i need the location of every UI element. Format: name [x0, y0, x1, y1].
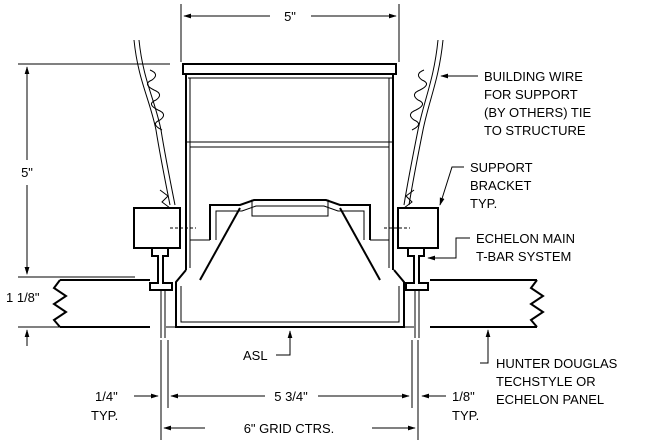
right-gap-label: 1/8" [452, 389, 475, 404]
panel-height-dimension: 1 1/8" [6, 258, 60, 346]
air-pattern-deflectors [199, 207, 381, 281]
inner-width-label: 5 3/4" [274, 389, 308, 404]
left-building-wire [133, 39, 176, 209]
left-gap-note: TYP. [91, 408, 118, 423]
wire-line-4: TO STRUCTURE [484, 123, 586, 138]
left-height-label: 5" [21, 165, 33, 180]
wire-line-2: FOR SUPPORT [484, 87, 578, 102]
asl-label: ASL [243, 348, 268, 363]
grid-centers-label: 6" GRID CTRS. [244, 421, 335, 436]
left-ceiling-panel [52, 279, 150, 328]
asl-callout: ASL [243, 330, 293, 363]
panel-height-label: 1 1/8" [6, 290, 40, 305]
left-t-bar [149, 247, 173, 338]
tbar-line-1: ECHELON MAIN [476, 231, 575, 246]
panel-line-1: HUNTER DOUGLAS [496, 356, 618, 371]
right-building-wire [403, 39, 444, 209]
support-bracket-callout: SUPPORT BRACKET TYP. [439, 160, 533, 211]
inner-width-dimension: 5 3/4" [167, 340, 413, 408]
top-width-dimension: 5" [180, 4, 400, 62]
t-bar-callout: ECHELON MAIN T-BAR SYSTEM [427, 231, 575, 264]
panel-callout: HUNTER DOUGLAS TECHSTYLE OR ECHELON PANE… [480, 329, 618, 407]
right-ceiling-panel [430, 279, 545, 328]
wire-line-1: BUILDING WIRE [484, 69, 583, 84]
panel-line-3: ECHELON PANEL [496, 392, 604, 407]
right-t-bar [405, 247, 429, 338]
right-gap-note: TYP. [452, 408, 479, 423]
left-height-dimension: 5" [18, 63, 170, 278]
building-wire-callout: BUILDING WIRE FOR SUPPORT (BY OTHERS) TI… [440, 69, 591, 138]
diffuser-flanges [166, 269, 414, 328]
bracket-line-3: TYP. [470, 196, 497, 211]
right-gap-dimension: 1/8" TYP. [421, 389, 479, 423]
wire-line-3: (BY OTHERS) TIE [484, 105, 591, 120]
tbar-line-2: T-BAR SYSTEM [476, 249, 571, 264]
bracket-line-2: BRACKET [470, 178, 531, 193]
bracket-line-1: SUPPORT [470, 160, 533, 175]
left-gap-dimension: 1/4" TYP. [91, 389, 159, 423]
left-gap-label: 1/4" [95, 389, 118, 404]
diffuser-plenum [182, 63, 397, 270]
grid-centers-dimension: 6" GRID CTRS. [160, 340, 419, 440]
top-width-label: 5" [284, 9, 296, 24]
panel-line-2: TECHSTYLE OR [496, 374, 596, 389]
